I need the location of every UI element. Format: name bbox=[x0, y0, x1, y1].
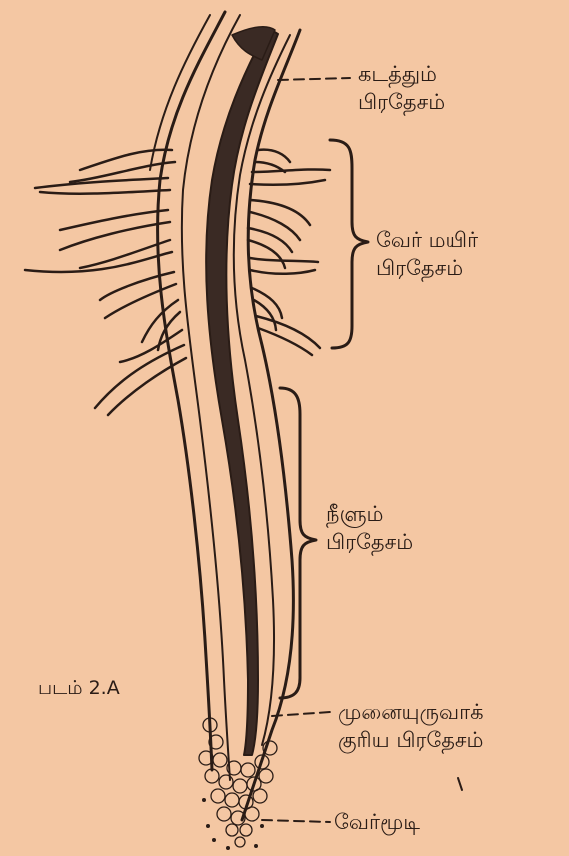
root-hairs-left bbox=[25, 150, 186, 415]
label-root-cap-line1: வேர்மூடி bbox=[334, 808, 420, 836]
label-maturation-zone: கடத்தும் பிரதேசம் bbox=[358, 60, 445, 116]
label-root-hair-line1: வேர் மயிர் bbox=[376, 226, 478, 254]
label-maturation-line1: கடத்தும் bbox=[358, 60, 445, 88]
cortex-line-3 bbox=[150, 15, 210, 170]
label-maturation-line2: பிரதேசம் bbox=[358, 88, 445, 116]
label-meristem-line1: முனையுருவாக் bbox=[338, 698, 484, 726]
label-root-hair-zone: வேர் மயிர் பிரதேசம் bbox=[376, 226, 478, 282]
label-elongation-line1: நீளும் bbox=[326, 500, 413, 528]
leader-maturation bbox=[278, 78, 350, 80]
label-meristem-zone: முனையுருவாக் குரிய பிரதேசம் bbox=[338, 698, 484, 754]
brace-root-hair bbox=[330, 140, 368, 348]
label-root-cap: வேர்மூடி bbox=[334, 808, 420, 836]
vascular-core bbox=[206, 28, 278, 755]
leader-meristem bbox=[272, 712, 330, 716]
root-hairs-right bbox=[248, 150, 330, 355]
root-cap-cells bbox=[199, 718, 277, 847]
leader-root-cap bbox=[262, 820, 330, 822]
brace-elongation bbox=[280, 388, 316, 698]
cortex-line-2 bbox=[234, 35, 290, 745]
root-outline-left bbox=[158, 12, 225, 770]
label-meristem-line2: குரிய பிரதேசம் bbox=[338, 726, 484, 754]
label-elongation-line2: பிரதேசம் bbox=[326, 528, 413, 556]
figure-label: படம் 2.A bbox=[38, 674, 120, 702]
label-root-hair-line2: பிரதேசம் bbox=[376, 254, 478, 282]
tick-mark bbox=[458, 778, 462, 790]
label-elongation-zone: நீளும் பிரதேசம் bbox=[326, 500, 413, 556]
